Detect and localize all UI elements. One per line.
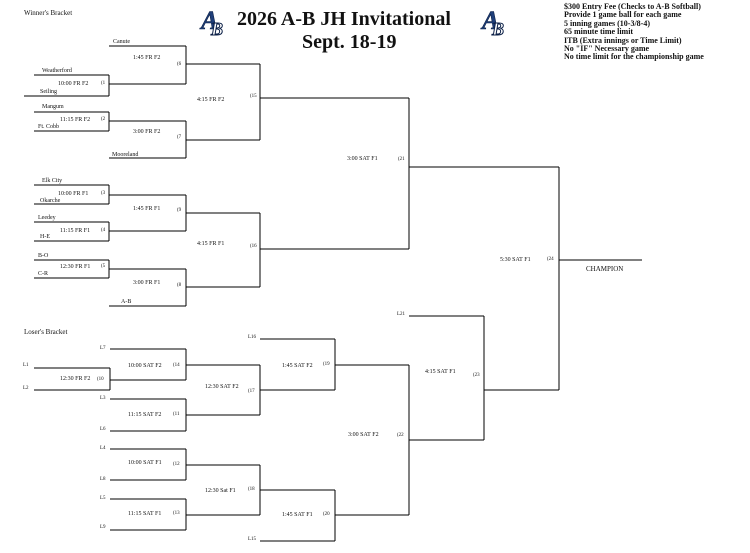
game-time: 10:00 FR F1 (58, 191, 89, 197)
game-number: (10 (97, 377, 104, 382)
game-number: (11 (173, 412, 180, 417)
ab-logo-left: A B (199, 5, 229, 42)
game-time: 3:00 FR F1 (133, 280, 161, 286)
team-elk-city: Elk City (42, 178, 63, 184)
svg-text:B: B (491, 19, 504, 37)
page-subtitle-dates: Sept. 18-19 (302, 31, 397, 53)
game-number: (8 (177, 283, 182, 288)
loser-label-l15: L15 (248, 537, 257, 542)
champion-label: CHAMPION (586, 265, 624, 273)
game-time: 11:15 SAT F2 (128, 412, 162, 418)
game-number: (18 (248, 487, 255, 492)
game-number: (16 (250, 244, 257, 249)
losers-bracket-heading: Loser's Bracket (24, 328, 68, 336)
team-canute: Canute (113, 39, 130, 45)
svg-text:A: A (480, 6, 499, 35)
game-number: (20 (323, 512, 330, 517)
game-time: 12:30 FR F2 (60, 376, 91, 382)
team-mangum: Mangum (42, 104, 64, 110)
ab-logo-right: A B (480, 5, 510, 42)
game-number: (15 (250, 94, 257, 99)
rule-line: ITB (Extra innings or Time Limit) (564, 35, 682, 45)
game-number: (14 (173, 363, 180, 368)
game-time: 1:45 SAT F2 (282, 363, 313, 369)
game-number: (19 (323, 362, 330, 367)
game-number: (13 (173, 511, 180, 516)
rule-line: 5 inning games (10-3/8-4) (564, 18, 650, 28)
game-time: 11:15 FR F2 (60, 117, 91, 123)
game-number: (12 (173, 462, 180, 467)
team-seiling: Seiling (40, 89, 58, 95)
game-time: 12:30 FR F1 (60, 264, 91, 270)
game-time: 3:00 FR F2 (133, 129, 161, 135)
loser-label-l8: L8 (100, 477, 106, 482)
game-number: (9 (177, 208, 182, 213)
game-number: (7 (177, 135, 182, 140)
loser-label-l5: L5 (100, 496, 106, 501)
team-weatherford: Weatherford (42, 68, 72, 74)
loser-label-l21: L21 (397, 312, 406, 317)
game-time: 5:30 SAT F1 (500, 257, 531, 263)
game-number: (1 (101, 81, 106, 86)
loser-label-l9: L9 (100, 525, 106, 530)
game-time: 4:15 FR F2 (197, 97, 225, 103)
game-time: 10:00 SAT F2 (128, 363, 162, 369)
team-okarche: Okarche (40, 198, 61, 204)
game-time: 1:45 FR F2 (133, 55, 161, 61)
loser-label-l3: L3 (100, 396, 106, 401)
svg-text:A: A (199, 6, 218, 35)
rule-line: No time limit for the championship game (564, 52, 704, 62)
loser-label-l4: L4 (100, 446, 106, 451)
game-number: (24 (547, 257, 554, 262)
game-number: (2 (101, 117, 106, 122)
game-time: 1:45 FR F1 (133, 206, 161, 212)
game-number: (17 (248, 389, 255, 394)
team-b-o: B-O (38, 253, 49, 259)
game-time: 4:15 SAT F1 (425, 369, 456, 375)
team-ft-cobb: Ft. Cobb (38, 124, 60, 130)
winners-bracket-heading: Winner's Bracket (24, 9, 73, 17)
game-number: (4 (101, 228, 106, 233)
team-a-b: A-B (121, 299, 132, 305)
team-leedey: Leedey (38, 215, 56, 221)
game-number: (22 (397, 433, 404, 438)
game-number: (23 (473, 373, 480, 378)
game-time: 11:15 FR F1 (60, 228, 91, 234)
loser-label-l6: L6 (100, 427, 106, 432)
loser-label-l16: L16 (248, 335, 257, 340)
game-number: (3 (101, 191, 106, 196)
team-h-e: H-E (40, 234, 50, 240)
game-time: 10:00 SAT F1 (128, 460, 162, 466)
game-time: 11:15 SAT F1 (128, 511, 162, 517)
page-title: 2026 A-B JH Invitational (237, 8, 451, 30)
loser-label-l1: L1 (23, 363, 29, 368)
tournament-rules: $300 Entry Fee (Checks to A-B Softball) … (564, 2, 704, 62)
game-time: 1:45 SAT F1 (282, 512, 313, 518)
game-time: 12:30 Sat F1 (205, 488, 236, 494)
rule-line: Provide 1 game ball for each game (564, 10, 682, 20)
game-time: 12:30 SAT F2 (205, 384, 239, 390)
loser-label-l7: L7 (100, 346, 106, 351)
game-time: 10:00 FR F2 (58, 81, 89, 87)
game-number: (21 (398, 157, 405, 162)
team-mooreland: Mooreland (112, 152, 139, 158)
game-time: 3:00 SAT F1 (347, 156, 378, 162)
svg-text:B: B (210, 19, 223, 37)
game-number: (6 (177, 62, 182, 67)
team-c-r: C-R (38, 271, 49, 277)
loser-label-l2: L2 (23, 386, 29, 391)
game-time: 4:15 FR F1 (197, 241, 225, 247)
rule-line: 65 minute time limit (564, 27, 634, 37)
game-number: (5 (101, 264, 106, 269)
rule-line: $300 Entry Fee (Checks to A-B Softball) (564, 2, 701, 11)
game-time: 3:00 SAT F2 (348, 432, 379, 438)
rule-line: No "IF" Necessary game (564, 43, 650, 53)
